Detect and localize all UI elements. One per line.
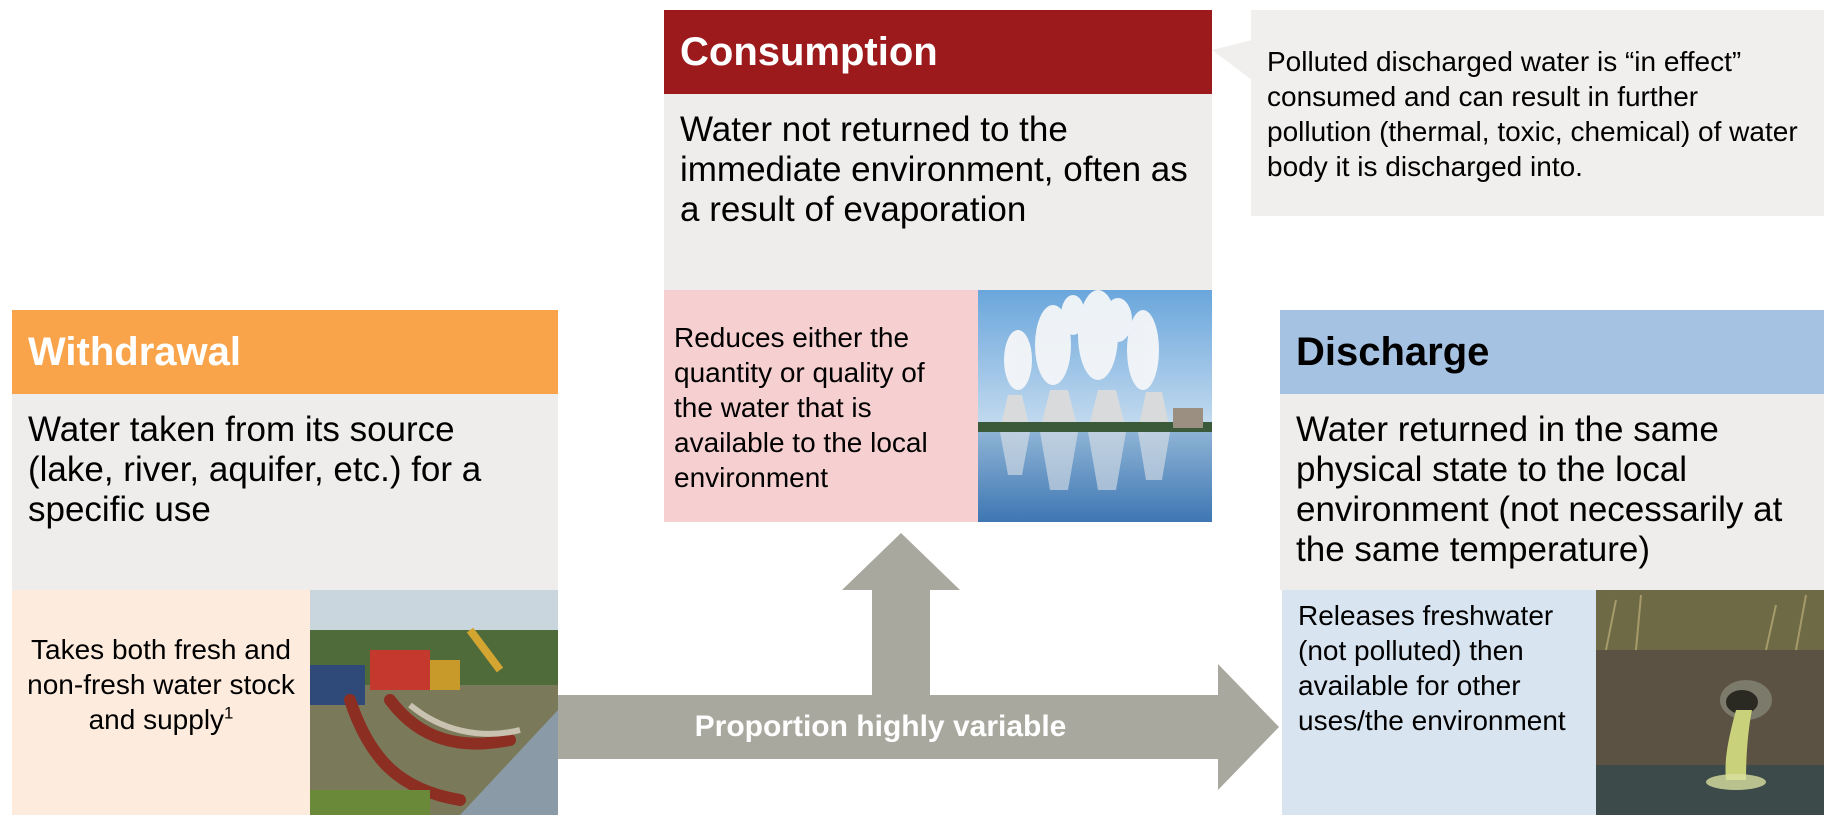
discharge-detail: Releases freshwater (not polluted) then …	[1282, 590, 1596, 815]
callout-text: Polluted discharged water is “in effect”…	[1267, 46, 1798, 182]
withdrawal-title: Withdrawal	[28, 329, 241, 374]
withdrawal-header: Withdrawal	[12, 310, 558, 394]
discharge-description: Water returned in the same physical stat…	[1280, 394, 1824, 590]
arrow-label: Proportion highly variable	[694, 710, 1067, 743]
right-arrow	[558, 664, 1279, 790]
up-arrow	[842, 533, 960, 695]
consumption-header: Consumption	[664, 10, 1212, 94]
footnote-marker: 1	[224, 703, 234, 723]
withdrawal-detail: Takes both fresh and non-fresh water sto…	[12, 590, 310, 815]
pumps-and-hoses-image	[310, 590, 558, 815]
withdrawal-detail-text: Takes both fresh and non-fresh water sto…	[27, 634, 295, 735]
consumption-description: Water not returned to the immediate envi…	[664, 94, 1212, 290]
consumption-title: Consumption	[680, 29, 938, 74]
callout-box: Polluted discharged water is “in effect”…	[1251, 10, 1824, 216]
cooling-towers-image	[978, 290, 1212, 522]
consumption-detail: Reduces either the quantity or quality o…	[664, 290, 978, 522]
outflow-pipe-image	[1596, 590, 1824, 815]
discharge-header: Discharge	[1280, 310, 1824, 394]
discharge-title: Discharge	[1296, 329, 1490, 374]
withdrawal-description: Water taken from its source (lake, river…	[12, 394, 558, 590]
callout-pointer	[1212, 40, 1252, 80]
